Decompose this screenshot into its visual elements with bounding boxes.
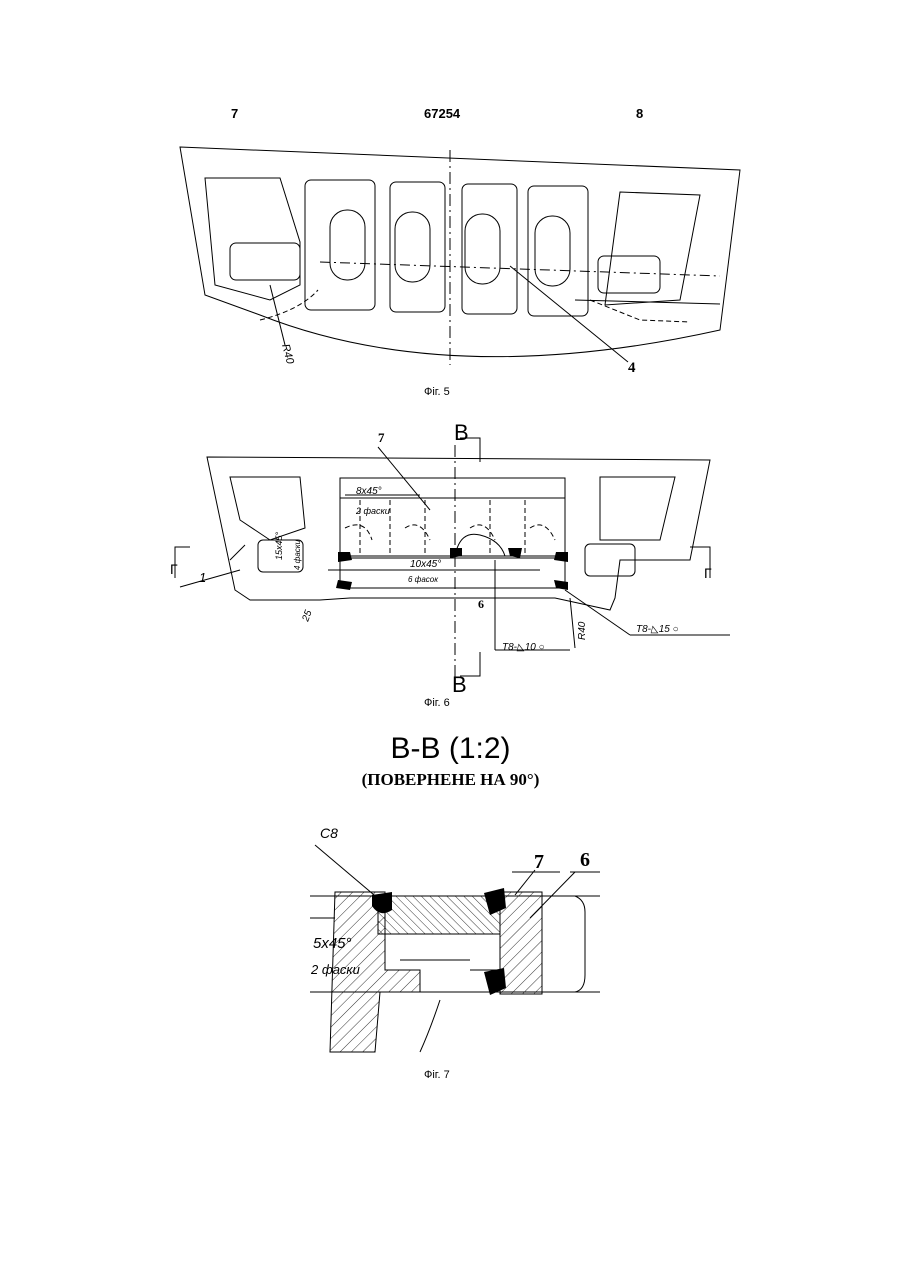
fig7-part-6 bbox=[500, 892, 542, 994]
fig7-label-6: 6 bbox=[580, 849, 590, 871]
fig7-label-7: 7 bbox=[534, 851, 544, 873]
fig7-c8-label: C8 bbox=[320, 825, 338, 841]
fig7-fascy-2: 2 фаски bbox=[310, 962, 360, 977]
figure-7-caption: Фіг. 7 bbox=[424, 1069, 450, 1081]
fig7-part-7 bbox=[378, 896, 500, 934]
fig7-chamfer-5x45: 5x45° bbox=[313, 935, 352, 952]
